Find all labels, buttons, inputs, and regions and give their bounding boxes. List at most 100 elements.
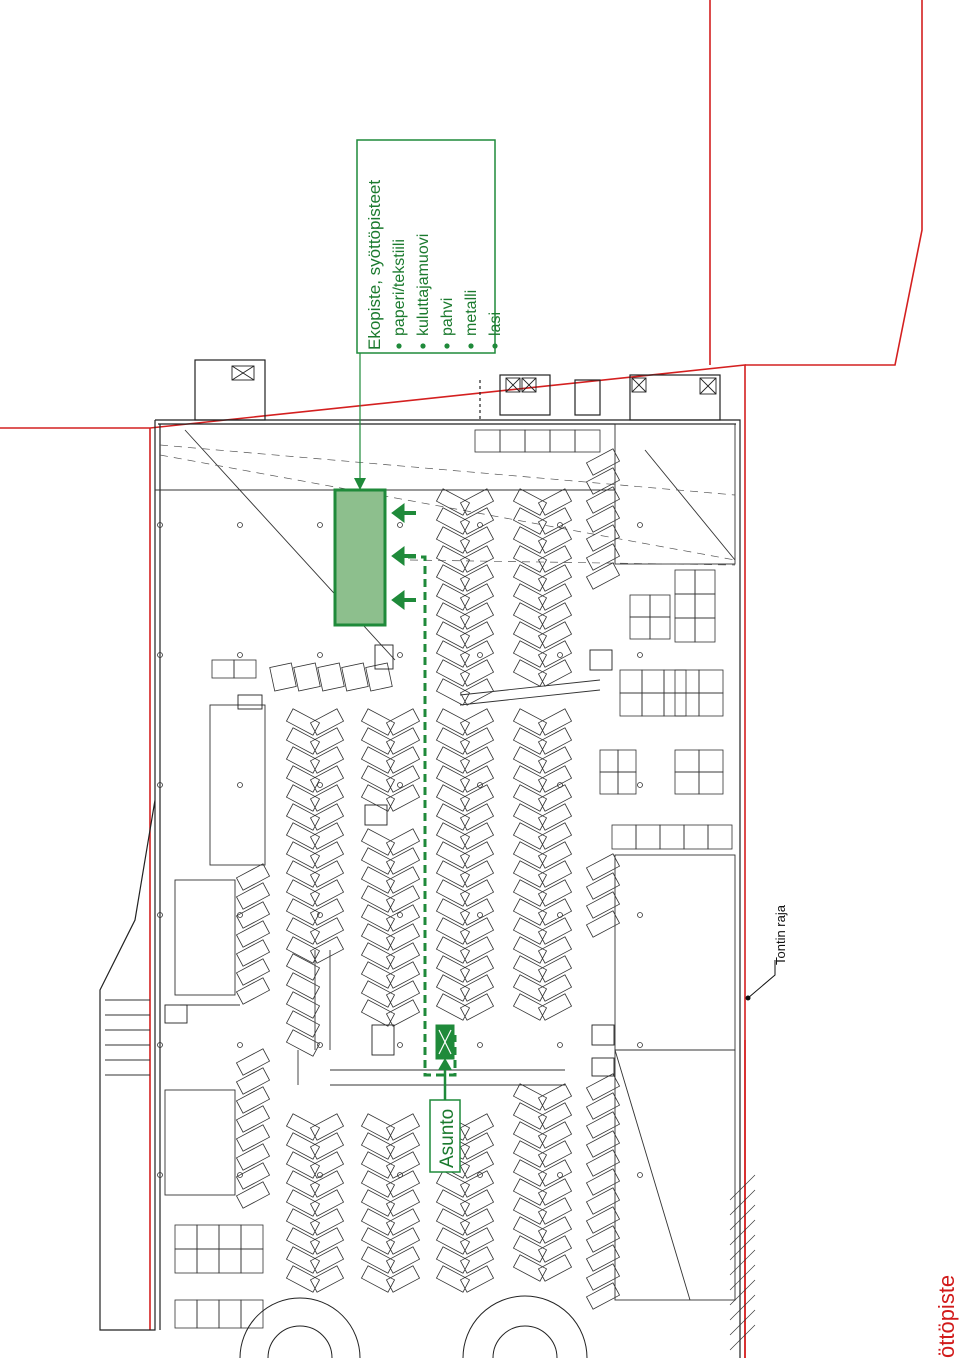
- parking-stall: [435, 659, 471, 687]
- parking-stall: [285, 1265, 321, 1293]
- column: [317, 652, 323, 658]
- parking-stall: [435, 974, 471, 1002]
- parking-stall: [360, 1113, 396, 1141]
- parking-stall: [537, 564, 573, 592]
- parking-stall: [235, 977, 271, 1005]
- parking-stall: [537, 1216, 573, 1244]
- parking-stall: [537, 955, 573, 983]
- parking-stall: [360, 961, 396, 989]
- parking-stall: [435, 898, 471, 926]
- parking-stall: [674, 617, 696, 643]
- building-walls: [99, 359, 741, 1358]
- parking-stall: [512, 1197, 548, 1225]
- parking-stall: [235, 1143, 271, 1171]
- parking-stall: [309, 1170, 345, 1198]
- column: [237, 912, 243, 918]
- parking-stall: [285, 765, 321, 793]
- column: [317, 1172, 323, 1178]
- parking-stall: [574, 429, 601, 453]
- column: [157, 522, 163, 528]
- parking-stall: [524, 429, 551, 453]
- parking-stall: [674, 669, 700, 694]
- parking-stall: [674, 749, 700, 773]
- parking-stall: [585, 562, 621, 590]
- parking-stall: [537, 974, 573, 1002]
- parking-stall: [549, 429, 576, 453]
- parking-stall: [235, 1181, 271, 1209]
- column: [637, 522, 643, 528]
- parking-stall: [512, 583, 548, 611]
- column: [397, 782, 403, 788]
- parking-stall: [309, 1189, 345, 1217]
- parking-stall: [459, 526, 495, 554]
- legend-box: [356, 139, 496, 354]
- column: [637, 652, 643, 658]
- column: [397, 912, 403, 918]
- legend-item: lasi: [487, 312, 504, 336]
- parking-stall: [694, 593, 716, 619]
- interior-structure: [105, 423, 736, 1301]
- parking-stall: [174, 1299, 198, 1329]
- parking-stall: [611, 824, 637, 850]
- parking-stall: [235, 1124, 271, 1152]
- parking-stall: [435, 879, 471, 907]
- parking-stall: [585, 1130, 621, 1158]
- parking-stall: [360, 866, 396, 894]
- parking-stall: [385, 980, 421, 1008]
- parking-stall: [459, 974, 495, 1002]
- column: [237, 1042, 243, 1048]
- parking-stall: [459, 860, 495, 888]
- parking-stall: [683, 824, 709, 850]
- parking-stall: [385, 885, 421, 913]
- column: [477, 912, 483, 918]
- parking-stall: [537, 1159, 573, 1187]
- parking-stall: [512, 879, 548, 907]
- parking-stall: [360, 765, 396, 793]
- parking-stall: [512, 1178, 548, 1206]
- column: [477, 782, 483, 788]
- parking-stall: [211, 659, 235, 679]
- parking-stall: [285, 991, 321, 1019]
- parking-stall: [585, 1263, 621, 1291]
- parking-stall: [649, 594, 671, 618]
- shaft-symbols: [164, 365, 717, 1077]
- parking-stall: [235, 882, 271, 910]
- legend-bullet: [468, 343, 474, 349]
- parking-stall: [698, 669, 724, 694]
- parking-stall: [459, 708, 495, 736]
- column: [637, 782, 643, 788]
- parking-stall: [459, 803, 495, 831]
- parking-stall: [360, 1246, 396, 1274]
- parking-stall: [285, 1132, 321, 1160]
- column: [237, 1172, 243, 1178]
- parking-stall: [512, 727, 548, 755]
- parking-stall: [459, 659, 495, 687]
- parking-stall: [385, 961, 421, 989]
- parking-stall: [537, 526, 573, 554]
- parking-stall: [309, 822, 345, 850]
- parking-stall: [585, 1073, 621, 1101]
- parking-stall: [285, 860, 321, 888]
- dashed-guides: [159, 444, 736, 566]
- parking-stall: [309, 1151, 345, 1179]
- legend-bullet: [396, 343, 402, 349]
- parking-stall: [435, 1265, 471, 1293]
- parking-stall: [435, 784, 471, 812]
- parking-stall: [694, 569, 716, 595]
- parking-stall: [360, 923, 396, 951]
- parking-stall: [585, 1282, 621, 1310]
- parking-stall: [435, 746, 471, 774]
- parking-stall: [385, 828, 421, 856]
- asunto-text: Asunto: [437, 1109, 458, 1168]
- parking-stall: [385, 1113, 421, 1141]
- column: [157, 1042, 163, 1048]
- parking-stall: [285, 822, 321, 850]
- parking-stall: [512, 917, 548, 945]
- parking-stall: [285, 898, 321, 926]
- column: [557, 1042, 563, 1048]
- column: [237, 782, 243, 788]
- parking-stall: [617, 771, 637, 795]
- parking-stall: [512, 898, 548, 926]
- column: [557, 1172, 563, 1178]
